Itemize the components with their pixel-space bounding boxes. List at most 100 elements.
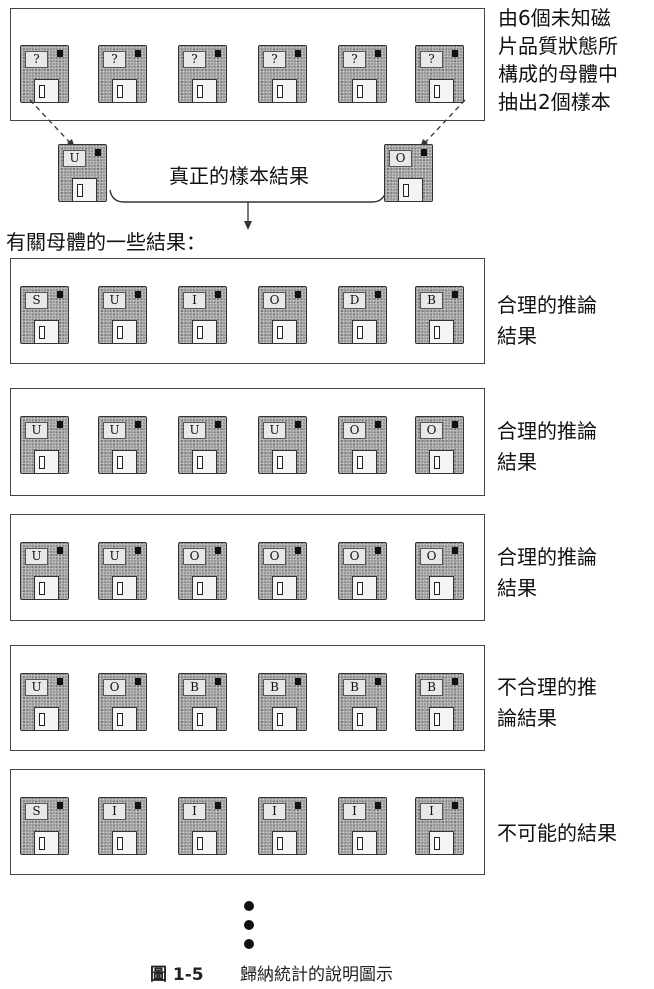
disk-label: I [420,803,443,820]
sample-disk-left: U [58,144,107,202]
population-box: ? ? ? ? ? ? [10,8,485,121]
population-note: 由6個未知磁 片品質狀態所 構成的母體中 抽出2個樣本 [498,4,618,116]
outcome-disk: I [258,797,307,855]
outcome-disk: D [338,286,387,344]
disk-label: U [263,422,286,439]
outcome-disk: B [258,673,307,731]
outcome-disk: U [98,416,147,474]
disk-label: I [343,803,366,820]
outcome-disk: U [258,416,307,474]
ellipsis-dot [244,901,254,911]
note-line: 片品質狀態所 [498,34,618,58]
note-line: 構成的母體中 [498,62,618,86]
outcome-disk: O [258,286,307,344]
disk-label: D [343,292,366,309]
disk-label: B [420,679,443,696]
outcome-disk: B [338,673,387,731]
disk-label: I [263,803,286,820]
outcome-disk: O [338,542,387,600]
outcome-disk: O [258,542,307,600]
verdict-line: 論結果 [497,706,557,730]
outcome-verdict-4: 不合理的推論結果 [497,672,597,734]
outcome-verdict-2: 合理的推論結果 [497,416,597,478]
verdict-line: 結果 [497,324,537,348]
disk-label: U [63,150,86,167]
disk-label: I [103,803,126,820]
verdict-line: 結果 [497,450,537,474]
verdict-line: 合理的推論 [497,545,597,569]
outcome-disk: I [98,797,147,855]
disk-label: O [103,679,126,696]
disk-label: ? [263,51,286,68]
outcome-disk: O [338,416,387,474]
outcome-disk: O [178,542,227,600]
disk-label: U [103,548,126,565]
outcome-disk: U [20,542,69,600]
note-line: 抽出2個樣本 [498,90,611,114]
disk-label: U [103,292,126,309]
disk-label: U [25,422,48,439]
outcome-disk: U [178,416,227,474]
verdict-line: 不可能的結果 [497,821,617,845]
outcome-disk: I [338,797,387,855]
outcome-verdict-5: 不可能的結果 [497,818,617,849]
population-disk-6: ? [415,45,464,103]
disk-label: O [343,548,366,565]
disk-label: U [183,422,206,439]
disk-label: U [25,679,48,696]
disk-label: B [343,679,366,696]
figure-number: 圖 1-5 [150,965,204,985]
outcome-disk: B [178,673,227,731]
outcome-disk: I [178,286,227,344]
disk-label: ? [183,51,206,68]
outcome-disk: S [20,286,69,344]
verdict-line: 合理的推論 [497,419,597,443]
outcome-disk: U [20,673,69,731]
outcome-disk: B [415,673,464,731]
ellipsis-dot [244,920,254,930]
disk-label: ? [343,51,366,68]
population-disk-5: ? [338,45,387,103]
disk-label: I [183,803,206,820]
verdict-line: 結果 [497,576,537,600]
outcome-disk: U [98,286,147,344]
figure-caption: 歸納統計的說明圖示 [240,965,393,985]
disk-label: O [420,422,443,439]
disk-label: U [103,422,126,439]
disk-label: B [420,292,443,309]
ellipsis-dot [244,939,254,949]
sample-disk-right: O [384,144,433,202]
outcome-disk: U [20,416,69,474]
disk-label: B [183,679,206,696]
outcome-disk: O [415,416,464,474]
outcome-disk: O [415,542,464,600]
disk-label: B [263,679,286,696]
outcome-verdict-1: 合理的推論結果 [497,290,597,352]
outcome-verdict-3: 合理的推論結果 [497,542,597,604]
disk-label: I [183,292,206,309]
outcome-disk: S [20,797,69,855]
verdict-line: 合理的推論 [497,293,597,317]
outcome-disk: I [178,797,227,855]
outcome-disk: U [98,542,147,600]
population-disk-3: ? [178,45,227,103]
disk-label: O [263,292,286,309]
disk-label: O [183,548,206,565]
connector-lines [29,99,466,230]
disk-label: O [343,422,366,439]
disk-label: S [25,292,48,309]
disk-label: S [25,803,48,820]
disk-label: O [420,548,443,565]
population-disk-1: ? [20,45,69,103]
population-disk-2: ? [98,45,147,103]
disk-label: ? [103,51,126,68]
verdict-line: 不合理的推 [497,675,597,699]
disk-label: ? [420,51,443,68]
disk-label: ? [25,51,48,68]
disk-label: O [389,150,412,167]
